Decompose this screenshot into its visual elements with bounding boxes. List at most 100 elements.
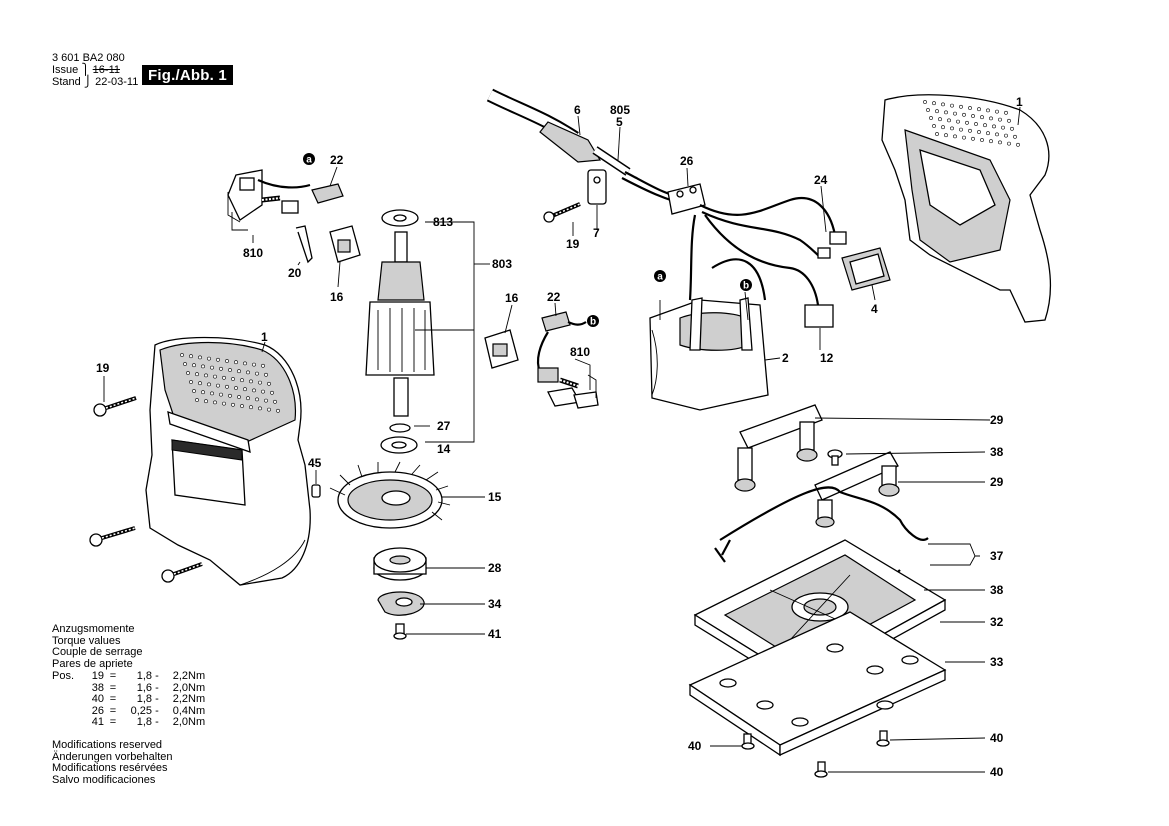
callout: 803 <box>492 257 512 271</box>
torque-cell: 2,0 <box>172 716 188 729</box>
dot <box>192 389 196 393</box>
torque-cell: 41 <box>91 716 104 729</box>
cord-clamp <box>543 169 607 223</box>
callout: 6 <box>574 103 581 117</box>
dot <box>240 378 244 383</box>
callout: 45 <box>308 456 322 470</box>
dot <box>195 372 199 377</box>
callout: 16 <box>330 290 344 304</box>
dot <box>231 377 235 381</box>
svg-text:b: b <box>743 281 749 292</box>
torque-cell: 2,0 <box>172 681 188 694</box>
callout: 2 <box>782 351 789 365</box>
modification-line: Modifications reserved <box>52 739 163 751</box>
dot <box>225 384 229 389</box>
callout: 29 <box>990 475 1004 489</box>
dot <box>183 362 187 366</box>
torque-cell: 40 <box>91 693 104 706</box>
callout: 4 <box>871 302 878 316</box>
dot <box>219 392 223 397</box>
brush-holder-assembly <box>227 169 311 223</box>
dot <box>207 356 211 361</box>
marker-b-brush: b <box>587 315 599 328</box>
torque-cell: - <box>155 670 159 682</box>
dot <box>210 391 214 396</box>
svg-text:a: a <box>306 155 312 166</box>
callout: 32 <box>990 615 1004 629</box>
dot <box>953 111 957 116</box>
dot <box>980 115 984 120</box>
torque-cell: - <box>155 681 159 694</box>
housing-screw <box>93 396 137 417</box>
dot <box>198 381 202 386</box>
dot <box>192 363 196 368</box>
dot <box>255 371 259 376</box>
stand-row: Stand ⎭ 22-03-11 <box>52 76 139 88</box>
screw-41 <box>393 623 407 640</box>
dot <box>1004 133 1008 138</box>
dot <box>992 124 996 129</box>
dot <box>246 396 250 401</box>
dot <box>977 107 981 112</box>
dot <box>998 117 1002 122</box>
dot <box>189 354 193 359</box>
torque-cell: 0,25 <box>130 704 152 717</box>
dot <box>276 408 280 413</box>
issue-label: Issue <box>52 64 79 76</box>
callout: 38 <box>990 445 1004 459</box>
dot <box>923 100 927 104</box>
callout: 22 <box>547 290 561 304</box>
carbon-brush-middle <box>541 311 571 332</box>
torque-heading: Couple de serrage <box>52 646 143 659</box>
ball-bearing-lower <box>373 547 427 581</box>
callout: 810 <box>570 345 590 359</box>
dot <box>935 132 939 136</box>
dot <box>249 405 253 410</box>
dot <box>962 112 966 117</box>
dot <box>264 398 268 403</box>
armature <box>365 209 435 417</box>
callout: 24 <box>814 173 828 187</box>
brush-cap-middle <box>484 329 519 369</box>
torque-cell: = <box>109 670 117 682</box>
callout: 22 <box>330 153 344 167</box>
torque-cell: Pos. <box>52 670 75 682</box>
housing-half-right <box>881 94 1052 323</box>
brush-cap <box>329 225 361 263</box>
callout: 40 <box>990 731 1004 745</box>
dot <box>935 109 939 114</box>
stand-label: Stand <box>52 76 81 88</box>
dot <box>228 368 232 372</box>
dot <box>270 390 274 395</box>
marker-b-stator: b <box>740 279 752 292</box>
torque-cell: 26 <box>91 704 104 717</box>
support-upper <box>734 404 823 492</box>
dot <box>198 355 202 360</box>
dot <box>189 380 193 384</box>
callout: 41 <box>488 627 502 641</box>
dot <box>228 393 232 398</box>
dot <box>234 386 238 390</box>
housing-half-left <box>145 336 311 586</box>
dot <box>261 363 265 368</box>
torque-cell: Nm <box>188 716 206 729</box>
callout: 38 <box>990 583 1004 597</box>
torque-cell: 19 <box>91 670 104 682</box>
callout: 40 <box>990 765 1004 779</box>
dot <box>234 360 238 365</box>
dot <box>1007 118 1011 123</box>
dot <box>1010 126 1014 131</box>
callout: 15 <box>488 490 502 504</box>
torque-cell: 1,8 <box>136 716 152 729</box>
torque-cell: - <box>155 693 159 706</box>
dot <box>213 400 217 405</box>
ball-bearing-upper <box>380 436 418 454</box>
dot <box>180 353 184 357</box>
marker-a-stator: a <box>654 270 666 283</box>
